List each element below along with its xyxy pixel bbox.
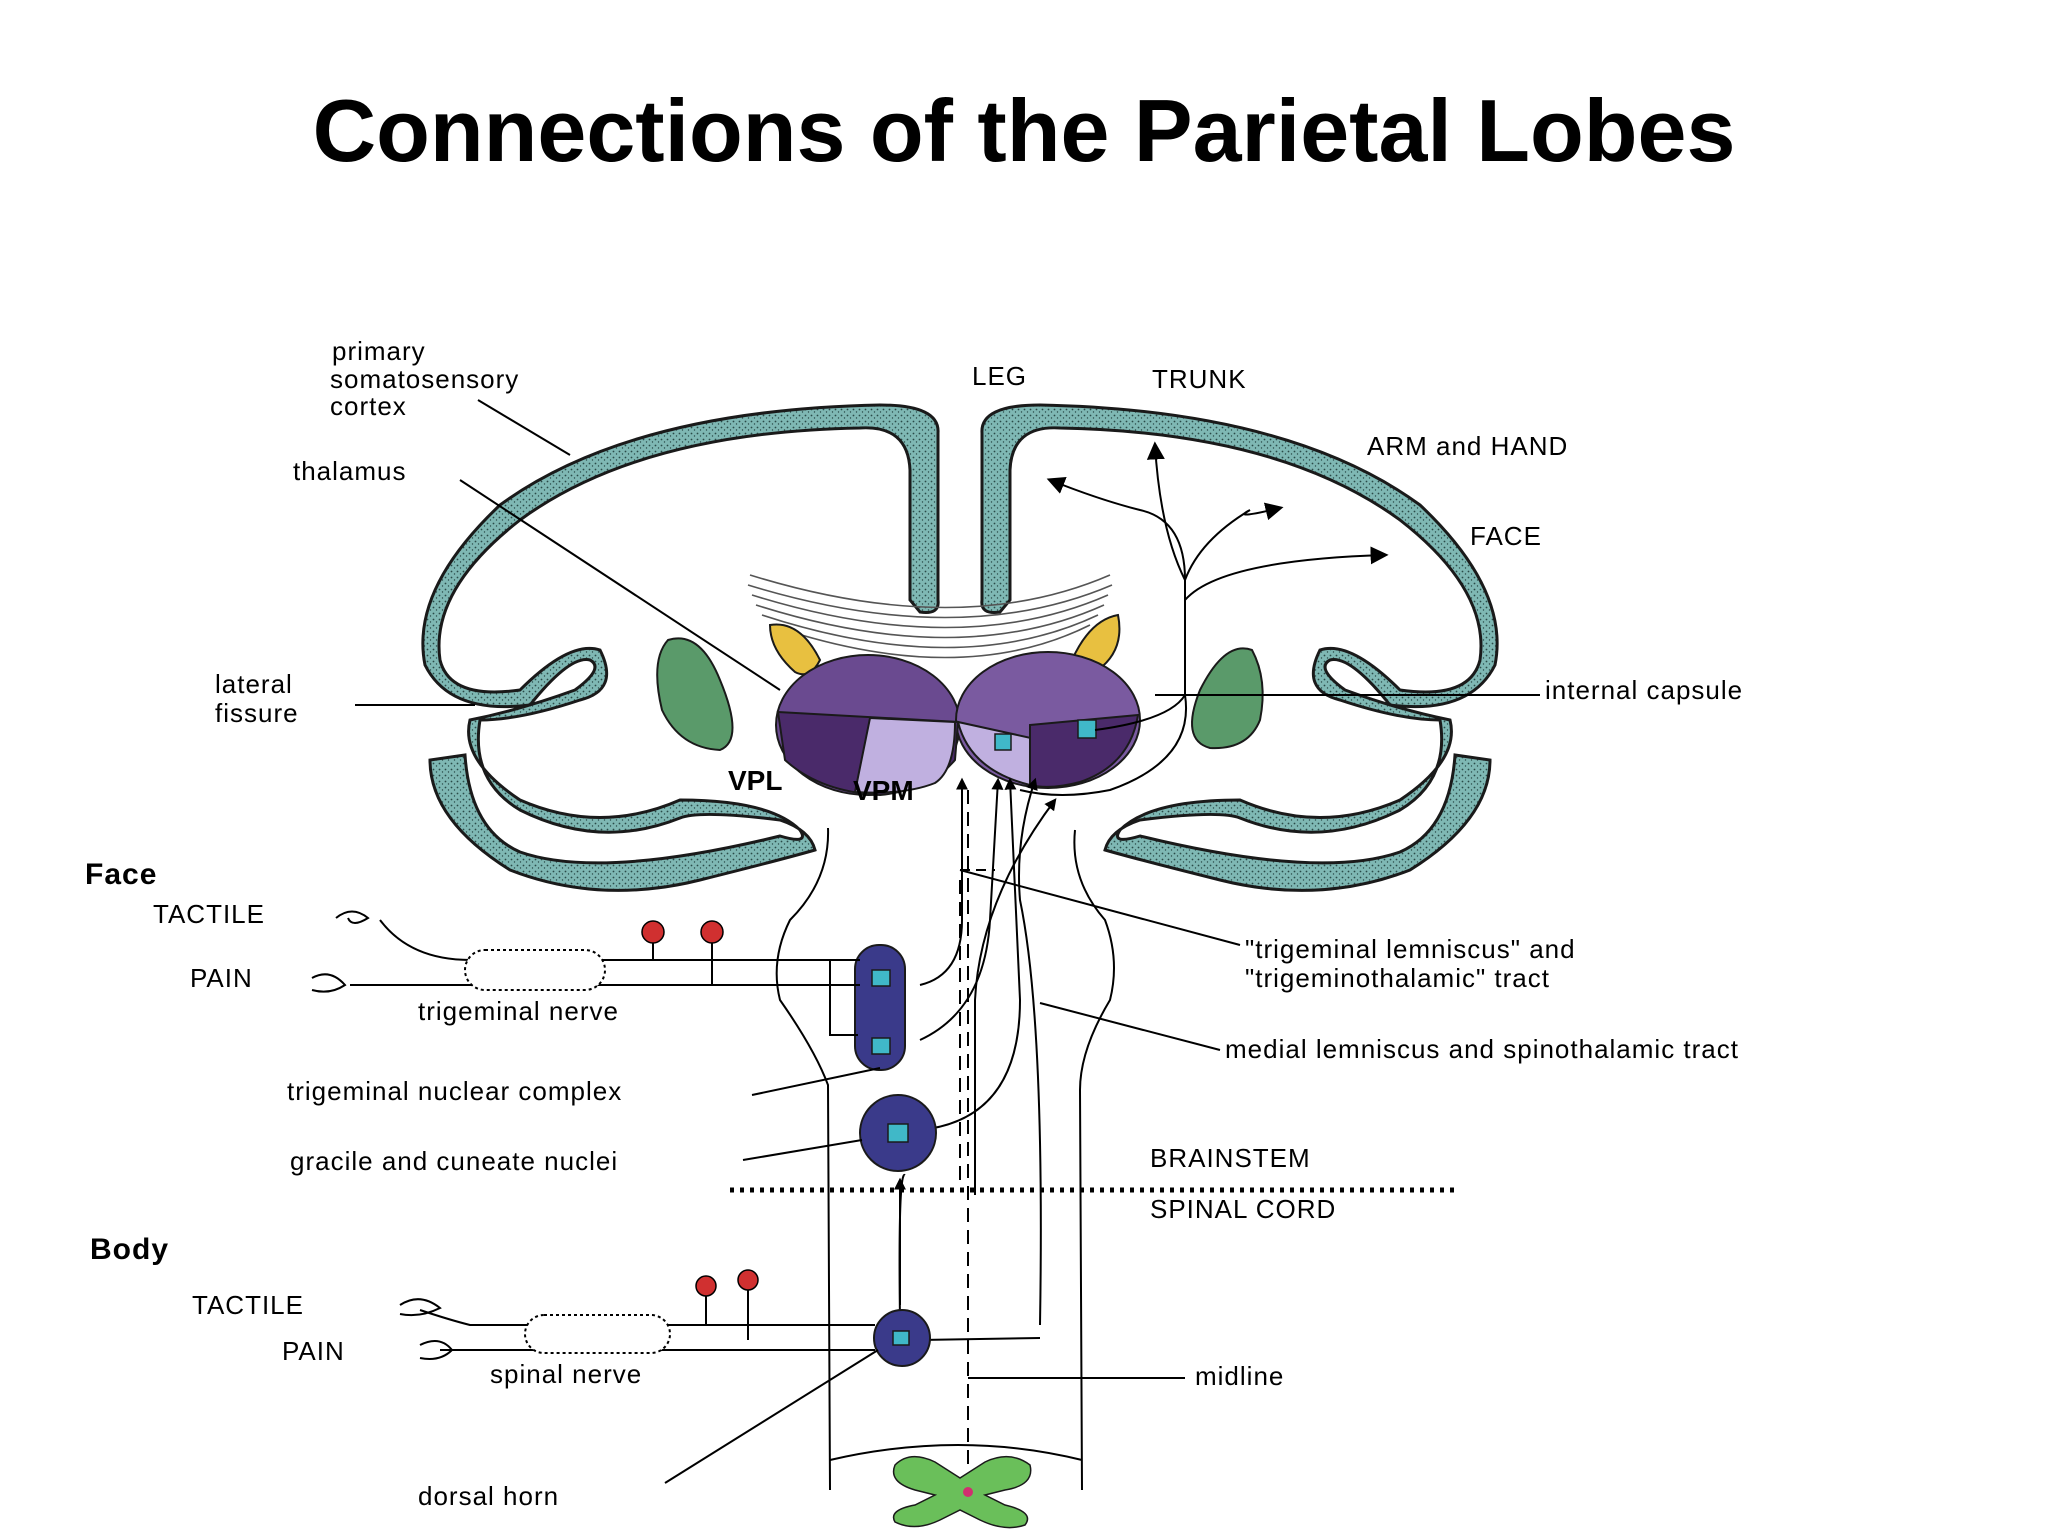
label-lateral-fissure-2: fissure bbox=[215, 698, 299, 728]
label-body-tactile: TACTILE bbox=[192, 1290, 304, 1320]
central-canal bbox=[963, 1487, 973, 1497]
ascending-tracts bbox=[894, 777, 1057, 1341]
corpus-callosum-fibers bbox=[747, 574, 1113, 659]
cortex-left-hemisphere bbox=[421, 403, 940, 892]
label-face-tactile: TACTILE bbox=[153, 899, 265, 929]
label-face-cortex: FACE bbox=[1470, 521, 1542, 551]
dorsal-horn-cell bbox=[892, 1330, 910, 1346]
label-vpl: VPL bbox=[728, 765, 782, 796]
slide-title: Connections of the Parietal Lobes bbox=[312, 81, 1736, 180]
heading-body: Body bbox=[90, 1233, 169, 1266]
spinal-gray-matter bbox=[892, 1456, 1032, 1529]
label-trunk: TRUNK bbox=[1152, 364, 1247, 394]
cortex-right-hemisphere bbox=[980, 403, 1499, 892]
projection-fibers bbox=[1019, 441, 1389, 796]
body-tactile-ending bbox=[399, 1298, 442, 1317]
body-receptor-1 bbox=[695, 1275, 717, 1297]
label-trigeminal-lemniscus-2: "trigeminothalamic" tract bbox=[1245, 963, 1550, 993]
trigeminal-cell-upper bbox=[871, 969, 891, 987]
vpl-cell bbox=[1077, 719, 1097, 739]
label-trigeminal-lemniscus-1: "trigeminal lemniscus" and bbox=[1245, 934, 1576, 964]
label-face-pain: PAIN bbox=[190, 963, 253, 993]
face-receptor-2 bbox=[700, 920, 724, 944]
putamen-left bbox=[656, 637, 734, 752]
label-primary-somatosensory-1: primary bbox=[332, 336, 426, 366]
face-pain-ending bbox=[311, 973, 347, 993]
spinal-nerve-sheath bbox=[524, 1314, 671, 1354]
label-thalamus: thalamus bbox=[293, 456, 407, 486]
label-brainstem: BRAINSTEM bbox=[1150, 1143, 1311, 1173]
leader-lines bbox=[355, 399, 1540, 1484]
label-dorsal-horn: dorsal horn bbox=[418, 1481, 559, 1511]
label-internal-capsule: internal capsule bbox=[1545, 675, 1743, 705]
label-primary-somatosensory-3: cortex bbox=[330, 391, 407, 421]
gracile-cuneate-cell bbox=[887, 1123, 909, 1143]
label-spinal-nerve: spinal nerve bbox=[490, 1359, 642, 1389]
heading-face: Face bbox=[85, 858, 157, 891]
label-trigeminal-nuclear-complex: trigeminal nuclear complex bbox=[287, 1076, 622, 1106]
label-lateral-fissure-1: lateral bbox=[215, 669, 293, 699]
label-gracile-cuneate: gracile and cuneate nuclei bbox=[290, 1146, 618, 1176]
thalamus bbox=[775, 651, 1141, 797]
label-primary-somatosensory-2: somatosensory bbox=[330, 364, 519, 394]
label-spinal-cord: SPINAL CORD bbox=[1150, 1194, 1336, 1224]
brainstem-outline bbox=[775, 827, 1115, 1491]
label-body-pain: PAIN bbox=[282, 1336, 345, 1366]
vpm-cell bbox=[994, 733, 1012, 751]
face-trigeminal-nerve bbox=[350, 919, 860, 1036]
face-receptor-1 bbox=[641, 920, 665, 944]
body-pain-ending bbox=[419, 1340, 454, 1360]
label-midline: midline bbox=[1195, 1361, 1284, 1391]
label-leg: LEG bbox=[972, 361, 1027, 391]
trigeminal-nerve-sheath bbox=[464, 949, 606, 991]
trigeminal-nuclear-complex bbox=[854, 944, 906, 1071]
label-medial-lemniscus: medial lemniscus and spinothalamic tract bbox=[1225, 1034, 1739, 1064]
caudate-left bbox=[768, 623, 822, 676]
label-trigeminal-nerve: trigeminal nerve bbox=[418, 996, 619, 1026]
putamen-right bbox=[1191, 647, 1264, 750]
label-arm-and-hand: ARM and HAND bbox=[1367, 431, 1568, 461]
trigeminal-cell-lower bbox=[871, 1037, 891, 1055]
face-tactile-ending bbox=[335, 910, 370, 924]
body-receptor-2 bbox=[737, 1269, 759, 1291]
label-vpm: VPM bbox=[853, 775, 914, 806]
